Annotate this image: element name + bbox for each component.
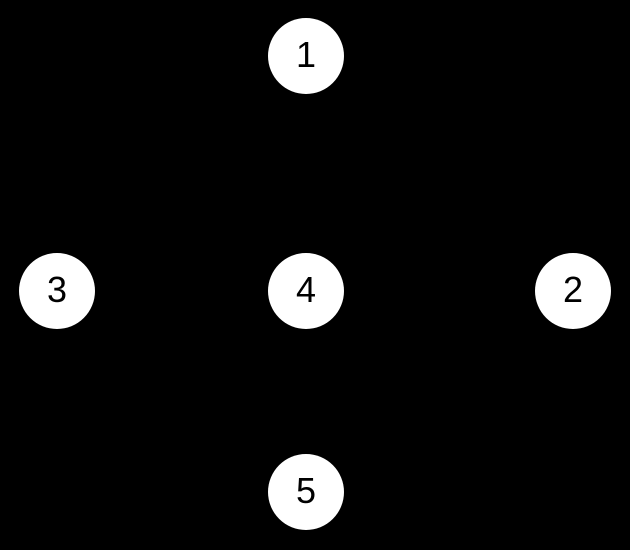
graph-node-5[interactable]: 5 bbox=[268, 454, 344, 530]
graph-node-2[interactable]: 2 bbox=[535, 253, 611, 329]
graph-node-label: 1 bbox=[295, 34, 317, 75]
graph-node-label: 4 bbox=[295, 269, 317, 310]
graph-node-3[interactable]: 3 bbox=[19, 253, 95, 329]
graph-node-label: 3 bbox=[46, 269, 68, 310]
graph-node-label: 2 bbox=[562, 269, 584, 310]
graph-node-1[interactable]: 1 bbox=[268, 18, 344, 94]
graph-node-label: 5 bbox=[295, 470, 317, 511]
graph-node-4[interactable]: 4 bbox=[268, 253, 344, 329]
